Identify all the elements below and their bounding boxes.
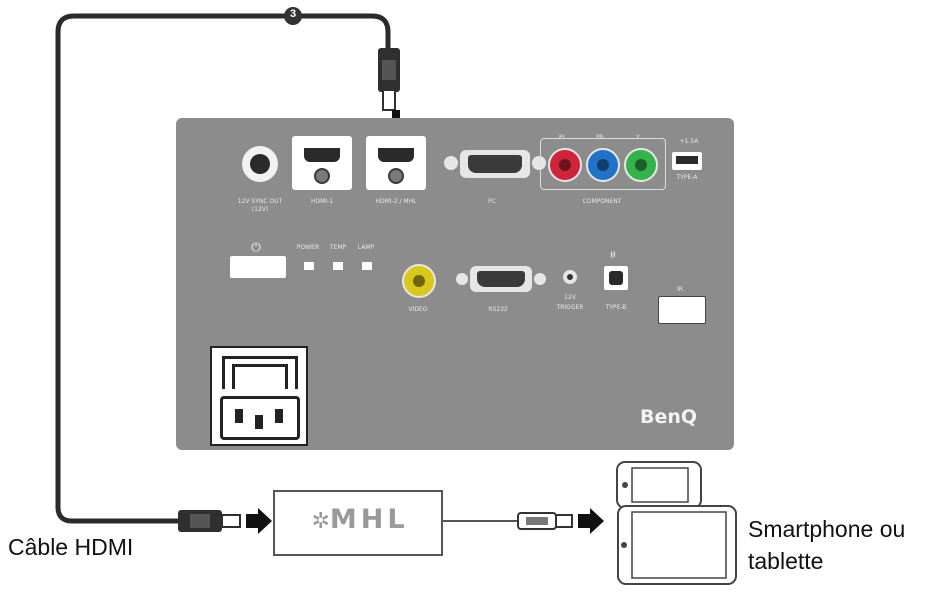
component-y-label: Y: [636, 134, 640, 141]
hdmi2-mhl-port: [366, 136, 426, 190]
hdmi-plug-bottom: [178, 510, 241, 532]
pc-vga-port: [444, 150, 548, 180]
hdmi-cable: [55, 13, 391, 524]
arrow-right-icon: [246, 508, 272, 534]
usb-power-label: +1.5A: [679, 138, 699, 145]
device-caption-line2: tablette: [748, 548, 824, 574]
component-blue-jack: [586, 148, 620, 182]
component-label: COMPONENT: [582, 198, 622, 205]
device-caption-line1: Smartphone ou: [748, 516, 906, 542]
led-power: [304, 262, 314, 270]
trigger-12v-label: 12V: [564, 294, 576, 301]
sync-out-label: 12V SYNC OUT: [237, 198, 283, 205]
component-pr-label: Pr: [559, 134, 565, 141]
brand-logo: BenQ: [640, 406, 698, 428]
micro-usb-plug: [517, 512, 573, 530]
led-power-label: POWER: [296, 244, 320, 251]
pc-label: PC: [488, 198, 496, 205]
arrow-right-icon: [578, 508, 604, 534]
led-temp: [333, 262, 343, 270]
hdmi1-label: HDMI-1: [310, 198, 334, 205]
ir-label: IR: [677, 286, 683, 293]
hdmi-cable-caption: Câble HDMI: [8, 534, 134, 560]
step-number: 3: [289, 8, 297, 20]
hdmi2-label: HDMI-2 / MHL: [375, 198, 417, 205]
power-socket: [210, 346, 308, 446]
component-red-jack: [548, 148, 582, 182]
usb-type-b-port: [604, 266, 628, 290]
sync-out-sublabel: (12V): [251, 206, 269, 213]
hdmi-plug-top: [378, 48, 400, 111]
rs232-label: RS232: [488, 306, 508, 313]
led-temp-label: TEMP: [329, 244, 347, 251]
power-button[interactable]: [230, 256, 286, 278]
hdmi1-port: [292, 136, 352, 190]
trigger-label: TRIGGER: [556, 304, 584, 311]
ir-receiver: [658, 296, 706, 324]
usb-type-a-port: [672, 152, 702, 170]
led-lamp-label: LAMP: [357, 244, 375, 251]
type-b-label: TYPE-B: [605, 304, 627, 311]
component-group: [540, 138, 666, 190]
led-lamp: [362, 262, 372, 270]
video-label: VIDEO: [408, 306, 428, 313]
step-marker: [284, 7, 302, 25]
mhl-adapter: [273, 490, 443, 556]
video-jack: [402, 264, 436, 298]
sync-out-port: [242, 146, 278, 182]
rs232-port: [456, 266, 546, 294]
type-a-label: TYPE-A: [676, 174, 698, 181]
mhl-logo: ✲MHL: [311, 504, 409, 535]
component-green-jack: [624, 148, 658, 182]
tablet-icon: [617, 505, 737, 585]
component-pb-label: Pb: [596, 134, 604, 141]
usb-icon: ⭿: [610, 250, 616, 260]
smartphone-icon: [616, 461, 702, 509]
trigger-jack: [563, 270, 577, 284]
power-icon: ⏻: [251, 240, 261, 254]
